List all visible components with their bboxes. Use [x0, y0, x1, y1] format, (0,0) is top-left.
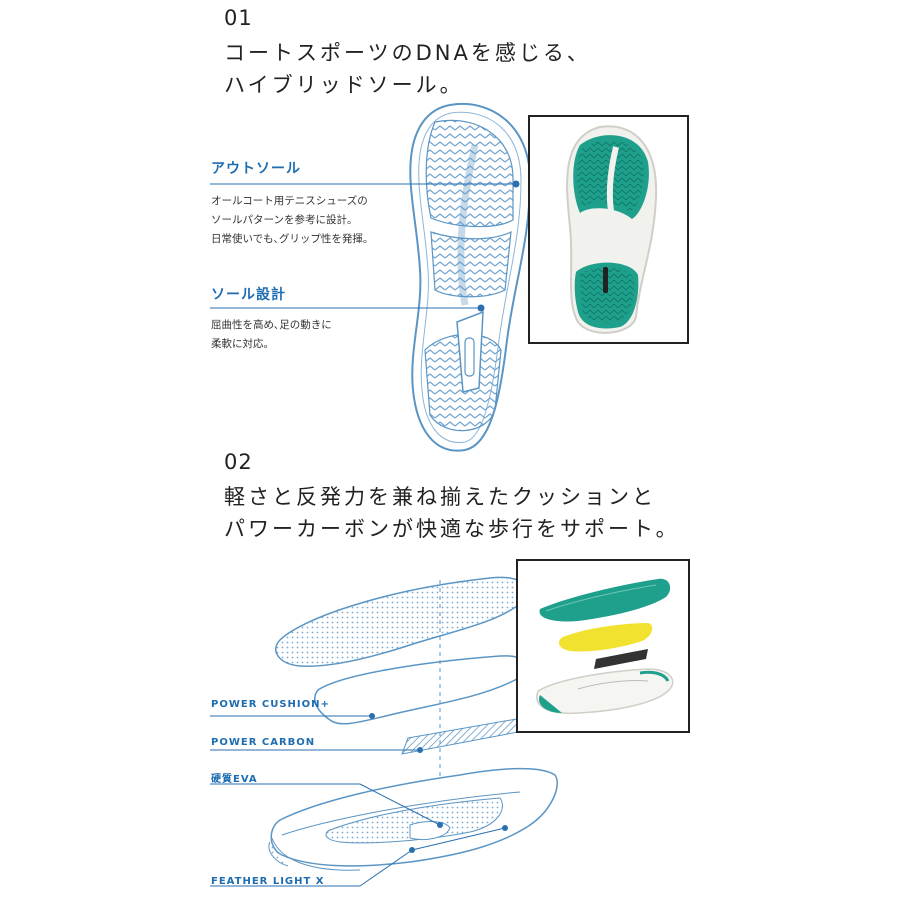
power-carbon-label: POWER CARBON: [211, 737, 316, 748]
section2-headline-line2: パワーカーボンが快適な歩行をサポート。: [224, 517, 680, 541]
section1-leader-lines: [210, 180, 520, 312]
hard-eva-label: 硬質EVA: [211, 774, 258, 785]
feather-light-label: FEATHER LIGHT X: [211, 876, 325, 887]
section2-number: 02: [224, 450, 253, 474]
section1-headline-line1: コートスポーツのDNAを感じる、: [224, 41, 591, 65]
outsole-drawing: [409, 102, 532, 452]
power-cushion-label: POWER CUSHION+: [211, 699, 330, 710]
section1-headline-line2: ハイブリッドソール。: [224, 73, 464, 97]
sole-design-desc-line2: 柔軟に対応。: [211, 338, 274, 350]
outsole-desc-line1: オールコート用テニスシューズの: [211, 195, 368, 207]
outsole-desc-line2: ソールパターンを参考に設計。: [211, 214, 358, 226]
outsole-photo: [528, 115, 689, 344]
sole-design-desc-line1: 屈曲性を高め､足の動きに: [211, 319, 332, 331]
section1-number: 01: [224, 6, 253, 30]
sole-design-label: ソール設計: [211, 287, 286, 303]
section2-leader-lines: [210, 713, 508, 887]
layers-photo: [516, 559, 690, 733]
outsole-label: アウトソール: [211, 161, 301, 177]
section2-headline-line1: 軽さと反発力を兼ね揃えたクッションと: [224, 485, 656, 509]
outsole-desc-line3: 日常使いでも､グリップ性を発揮。: [211, 233, 374, 245]
exploded-sole-drawing: [268, 576, 558, 871]
